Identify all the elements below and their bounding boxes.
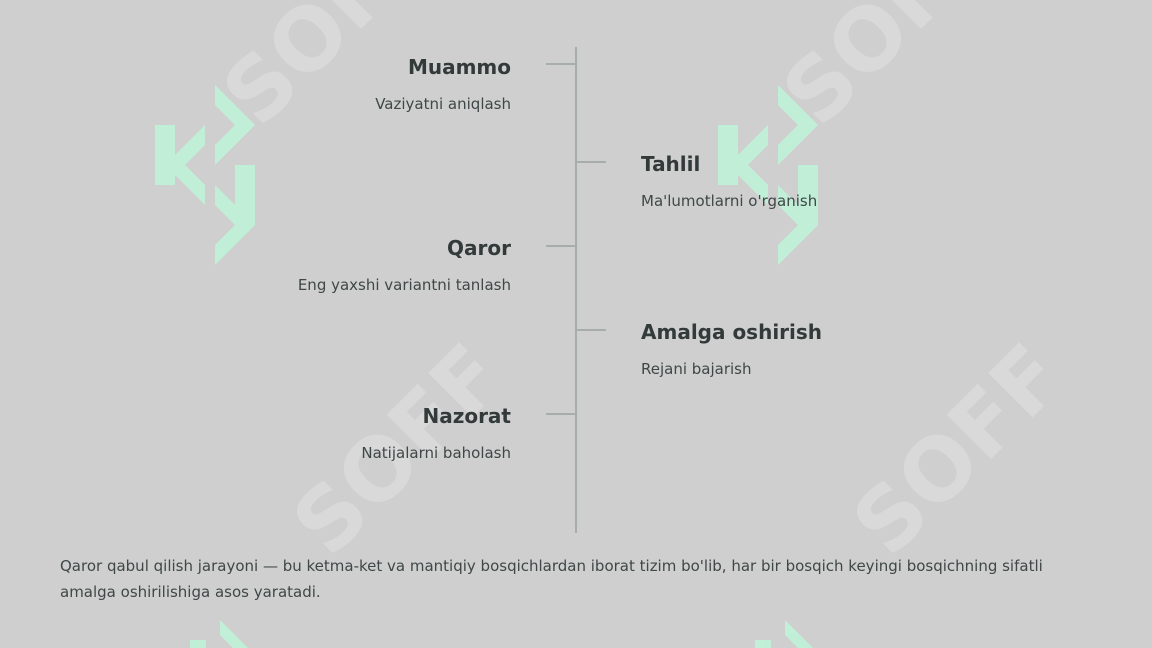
step-description: Ma'lumotlarni o'rganish [641, 192, 818, 210]
step-title: Tahlil [641, 152, 701, 176]
step-description: Eng yaxshi variantni tanlash [297, 276, 511, 294]
watermark-text: SOFF [764, 0, 1013, 145]
timeline-tick [576, 329, 606, 331]
watermark-text: SOFF [834, 326, 1083, 575]
timeline-tick [546, 413, 576, 415]
step-description: Natijalarni baholash [361, 444, 511, 462]
watermark-logo-icon [755, 620, 813, 648]
step-description: Rejani bajarish [641, 360, 752, 378]
step-title: Amalga oshirish [641, 320, 823, 344]
watermark-logo-icon [718, 85, 818, 265]
watermark-logo-icon [155, 85, 255, 265]
timeline-tick [546, 245, 576, 247]
timeline-tick [576, 161, 606, 163]
caption-text: Qaror qabul qilish jarayoni — bu ketma-k… [60, 557, 1043, 601]
timeline-axis [575, 47, 577, 533]
step-title: Qaror [447, 236, 511, 260]
step-title: Nazorat [422, 404, 511, 428]
watermark-logo-icon [190, 620, 248, 648]
timeline-tick [546, 63, 576, 65]
step-title: Muammo [407, 55, 511, 79]
step-description: Vaziyatni aniqlash [375, 95, 511, 113]
